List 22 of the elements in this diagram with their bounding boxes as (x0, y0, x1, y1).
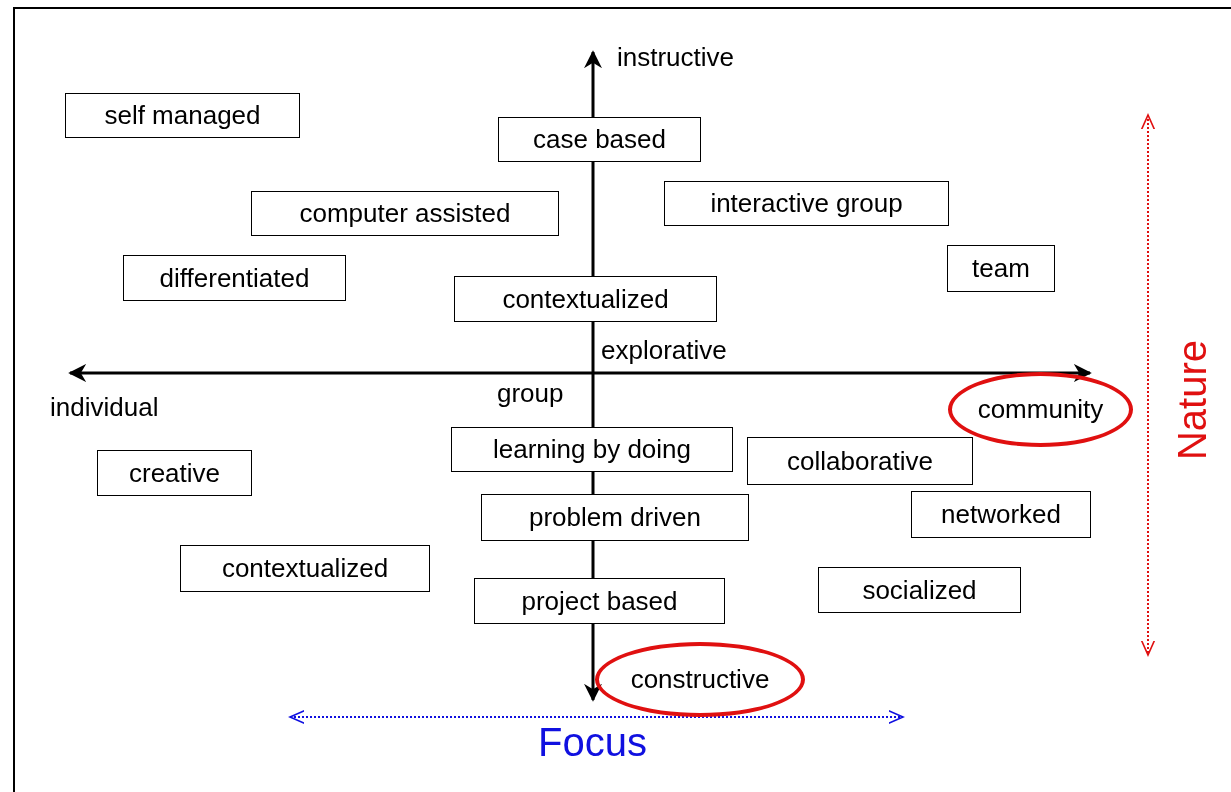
term-box: learning by doing (451, 427, 733, 472)
axis-label: explorative (601, 335, 727, 366)
term-box: collaborative (747, 437, 973, 485)
term-box: contextualized (180, 545, 430, 592)
term-box: networked (911, 491, 1091, 538)
term-box: computer assisted (251, 191, 559, 236)
term-box: creative (97, 450, 252, 496)
axis-label: individual (50, 392, 159, 423)
dimension-title: Nature (1170, 340, 1215, 461)
axis-label: group (497, 378, 564, 409)
term-box: project based (474, 578, 725, 624)
term-box: differentiated (123, 255, 346, 301)
term-box: socialized (818, 567, 1021, 613)
term-box: contextualized (454, 276, 717, 322)
term-box: problem driven (481, 494, 749, 541)
circled-term: constructive (595, 642, 805, 717)
dimension-title: Focus (538, 720, 647, 765)
term-box: interactive group (664, 181, 949, 226)
term-box: team (947, 245, 1055, 292)
term-box: self managed (65, 93, 300, 138)
axis-label: instructive (617, 42, 735, 73)
term-box: case based (498, 117, 701, 162)
